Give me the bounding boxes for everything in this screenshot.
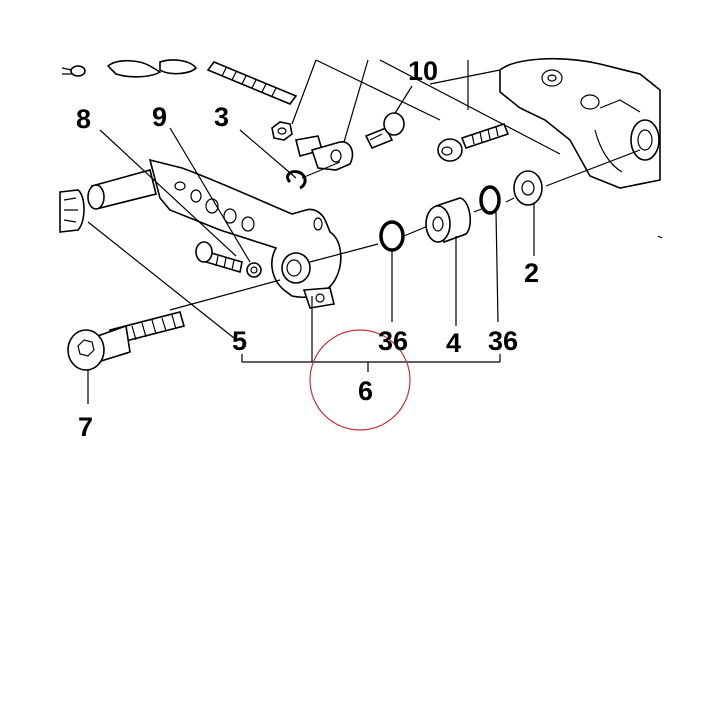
clevis-pin: [364, 126, 394, 150]
callout-8: 8: [76, 104, 91, 134]
top-left-washer: [70, 65, 86, 77]
top-right-bracket: [499, 57, 661, 189]
callout-36-left: 36: [378, 326, 408, 356]
pivot-bolt-7: [67, 311, 185, 404]
circlip-3: [239, 129, 341, 190]
callout-7: 7: [78, 412, 93, 442]
callout-10: 10: [408, 56, 438, 86]
washer-2: [513, 170, 543, 256]
callout-4: 4: [446, 328, 461, 358]
callout-9: 9: [152, 102, 167, 132]
shift-lever: [87, 158, 342, 309]
socket-bolt-upper: [437, 123, 510, 162]
callout-6: 6: [358, 376, 373, 406]
top-cropped-parts: [61, 59, 298, 105]
callout-3: 3: [214, 102, 229, 132]
left-cropped-part: [59, 189, 85, 233]
circlip-36-left: [379, 220, 405, 322]
leaders-10: [291, 59, 561, 155]
bolt-8: [99, 129, 243, 274]
clevis-assembly: [271, 112, 405, 171]
circlip-36-right: [479, 185, 501, 323]
callout-5: 5: [232, 326, 247, 356]
callout-bracket-6: [241, 296, 501, 372]
callout-2: 2: [524, 258, 539, 288]
highlight-circle: [309, 329, 411, 431]
long-threaded-rod: [206, 61, 298, 105]
top-cropped-part: [106, 59, 162, 78]
axis-lines: [87, 149, 641, 339]
bushing-4: [425, 197, 472, 326]
nut-9: [169, 127, 262, 278]
callout-36-right: 36: [488, 326, 518, 356]
